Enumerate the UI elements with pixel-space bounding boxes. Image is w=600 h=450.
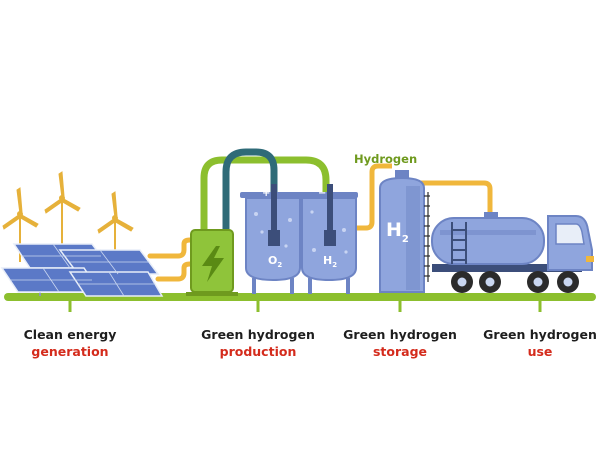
hydrogen-cell-label: H2 <box>323 254 337 269</box>
hydrogen-pipe-label: Hydrogen <box>354 152 417 166</box>
stage-production-line2: production <box>219 344 297 359</box>
wind-turbine-middle <box>44 171 81 245</box>
truck-tank <box>431 217 545 265</box>
electrolysis-tanks: + − O2 H2 <box>240 184 358 294</box>
plus-terminal-label: + <box>262 188 270 199</box>
stage-generation-line1: Clean energy <box>23 327 117 342</box>
teal-pipe <box>222 148 278 232</box>
solar-panels <box>0 243 164 297</box>
truck-wheels <box>451 271 579 293</box>
stage-production-line1: Green hydrogen <box>201 327 315 342</box>
stage-label-production: Green hydrogen production <box>188 326 328 360</box>
tank-ladder <box>451 222 467 264</box>
stage-label-storage: Green hydrogen storage <box>330 326 470 360</box>
hydrogen-storage-tank: H2 <box>379 170 430 293</box>
stage-label-generation: Clean energy generation <box>0 326 140 360</box>
stage-storage-line2: storage <box>372 344 428 359</box>
electrolyzer <box>186 229 238 296</box>
stage-generation-line2: generation <box>31 344 109 359</box>
stage-storage-line1: Green hydrogen <box>343 327 457 342</box>
power-cables <box>147 237 199 282</box>
green-pipe <box>200 156 330 232</box>
minus-terminal-label: − <box>318 188 326 199</box>
hydrogen-truck <box>431 212 594 293</box>
ground-ticks <box>68 300 542 312</box>
oxygen-label: O2 <box>268 254 282 269</box>
stage-label-use: Green hydrogen use <box>470 326 600 360</box>
stage-use-line2: use <box>527 344 553 359</box>
stage-use-line1: Green hydrogen <box>483 327 597 342</box>
storage-h2-label: H2 <box>386 219 409 245</box>
hydrogen-pipe-to-storage <box>352 163 392 231</box>
hydrogen-pipe-to-truck <box>410 180 493 214</box>
lightning-bolt-icon <box>202 246 224 282</box>
